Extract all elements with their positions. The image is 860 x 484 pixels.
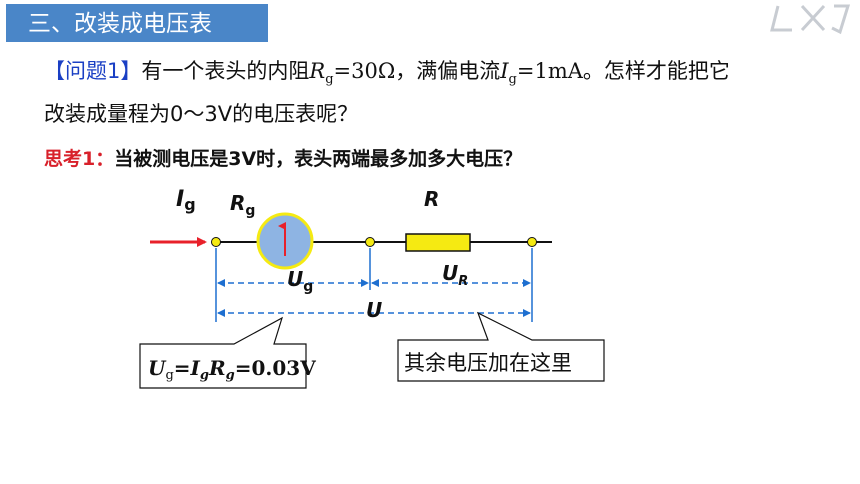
label-r: R <box>424 187 439 211</box>
node-c <box>527 237 537 247</box>
label-u: U <box>366 298 382 322</box>
node-a <box>211 237 221 247</box>
node-b <box>365 237 375 247</box>
problem-statement: 【问题1】有一个表头的内阻Rg=30Ω，满偏电流Ig=1mA。怎样才能把它 改装… <box>44 54 844 132</box>
callout-right-box <box>397 311 605 382</box>
section-title-bar: 三、改装成电压表 <box>6 4 268 42</box>
rg-symbol: Rg <box>309 59 334 88</box>
ig-symbol: Ig <box>500 59 517 88</box>
problem-line-2: 改装成量程为0～3V的电压表呢？ <box>44 102 359 127</box>
callout-right-text: 其余电压加在这里 <box>404 351 572 375</box>
label-ig: Ig <box>176 187 196 214</box>
logo <box>770 4 851 35</box>
think-tag: 思考1： <box>44 148 115 170</box>
label-ug: Ug <box>287 267 313 295</box>
label-ur: UR <box>442 261 468 289</box>
callout-left-box <box>139 316 307 389</box>
callout-left-text: Ug=IgRg=0.03V <box>148 356 316 383</box>
resistor-r <box>405 233 471 252</box>
problem-tag: 【问题1】 <box>44 59 142 83</box>
section-title: 三、改装成电压表 <box>28 11 212 37</box>
think-question: 思考1：当被测电压是3V时，表头两端最多加多大电压？ <box>44 148 523 170</box>
label-rg: Rg <box>230 191 255 219</box>
